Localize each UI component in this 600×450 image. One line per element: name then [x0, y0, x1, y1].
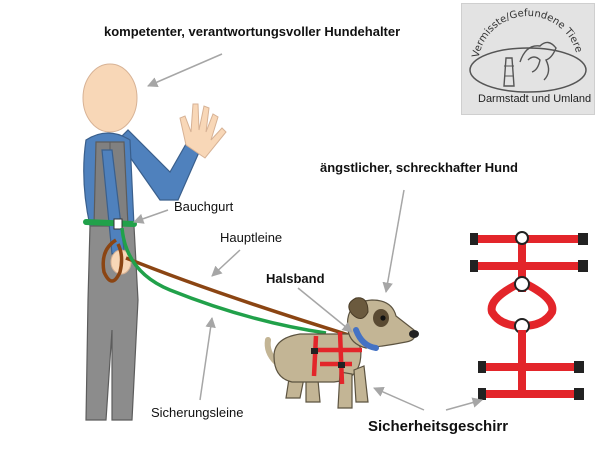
- arrow-dog: [382, 189, 405, 294]
- belly-belt-label: Bauchgurt: [174, 199, 234, 214]
- harness-belly-strap-1: [484, 363, 576, 371]
- safety-leash: [120, 227, 327, 335]
- logo-bottom-text: Darmstadt und Umland: [478, 93, 592, 105]
- logo-ellipse: [469, 47, 587, 93]
- owner-raised-hand: [179, 103, 227, 159]
- harness-label: Sicherheitsgeschirr: [368, 418, 509, 435]
- logo-arc-text: Vermisste/Gefundene Tiere: [471, 8, 584, 59]
- logo-animals-icon: [519, 41, 557, 81]
- dog-ear: [348, 297, 369, 319]
- dog-eye: [380, 315, 386, 321]
- arrow-main-leash: [211, 249, 241, 277]
- safety-leash-label: Sicherungsleine: [151, 405, 244, 420]
- harness-ring-middle: [514, 276, 530, 292]
- arrow-harness-dog: [373, 387, 425, 411]
- logo-tower-icon: [503, 57, 515, 87]
- arrow-belly-belt: [133, 209, 169, 224]
- dog-harness: [311, 331, 362, 385]
- safety-harness-illustration: [470, 231, 588, 400]
- collar-label: Halsband: [266, 271, 325, 286]
- logo-artwork: Vermisste/Gefundene Tiere: [469, 8, 587, 93]
- harness-chest-strap-top: [476, 262, 580, 270]
- belly-belt: [83, 219, 137, 227]
- owner-head: [82, 63, 138, 133]
- dog-nose: [409, 330, 419, 338]
- dog-label: ängstlicher, schreckhafter Hund: [320, 160, 518, 175]
- harness-ring-top: [515, 231, 529, 245]
- arrow-collar: [297, 287, 353, 333]
- harness-belly-strap-2: [484, 390, 576, 398]
- arrow-harness-item: [445, 397, 484, 411]
- dog-collar: [353, 327, 379, 351]
- dog-owner-figure: [82, 63, 227, 421]
- belly-belt-buckle: [113, 218, 123, 230]
- owner-label: kompetenter, verantwortungsvoller Hundeh…: [104, 24, 401, 39]
- main-leash-handle-loop: [101, 238, 124, 283]
- arrow-safety-leash: [199, 316, 216, 401]
- arrow-owner: [147, 53, 223, 88]
- main-leash: [125, 256, 353, 338]
- main-leash-label: Hauptleine: [220, 230, 283, 245]
- dog-figure: [264, 297, 419, 409]
- annotation-arrows: [133, 53, 484, 411]
- dog-front-legs: [337, 365, 369, 409]
